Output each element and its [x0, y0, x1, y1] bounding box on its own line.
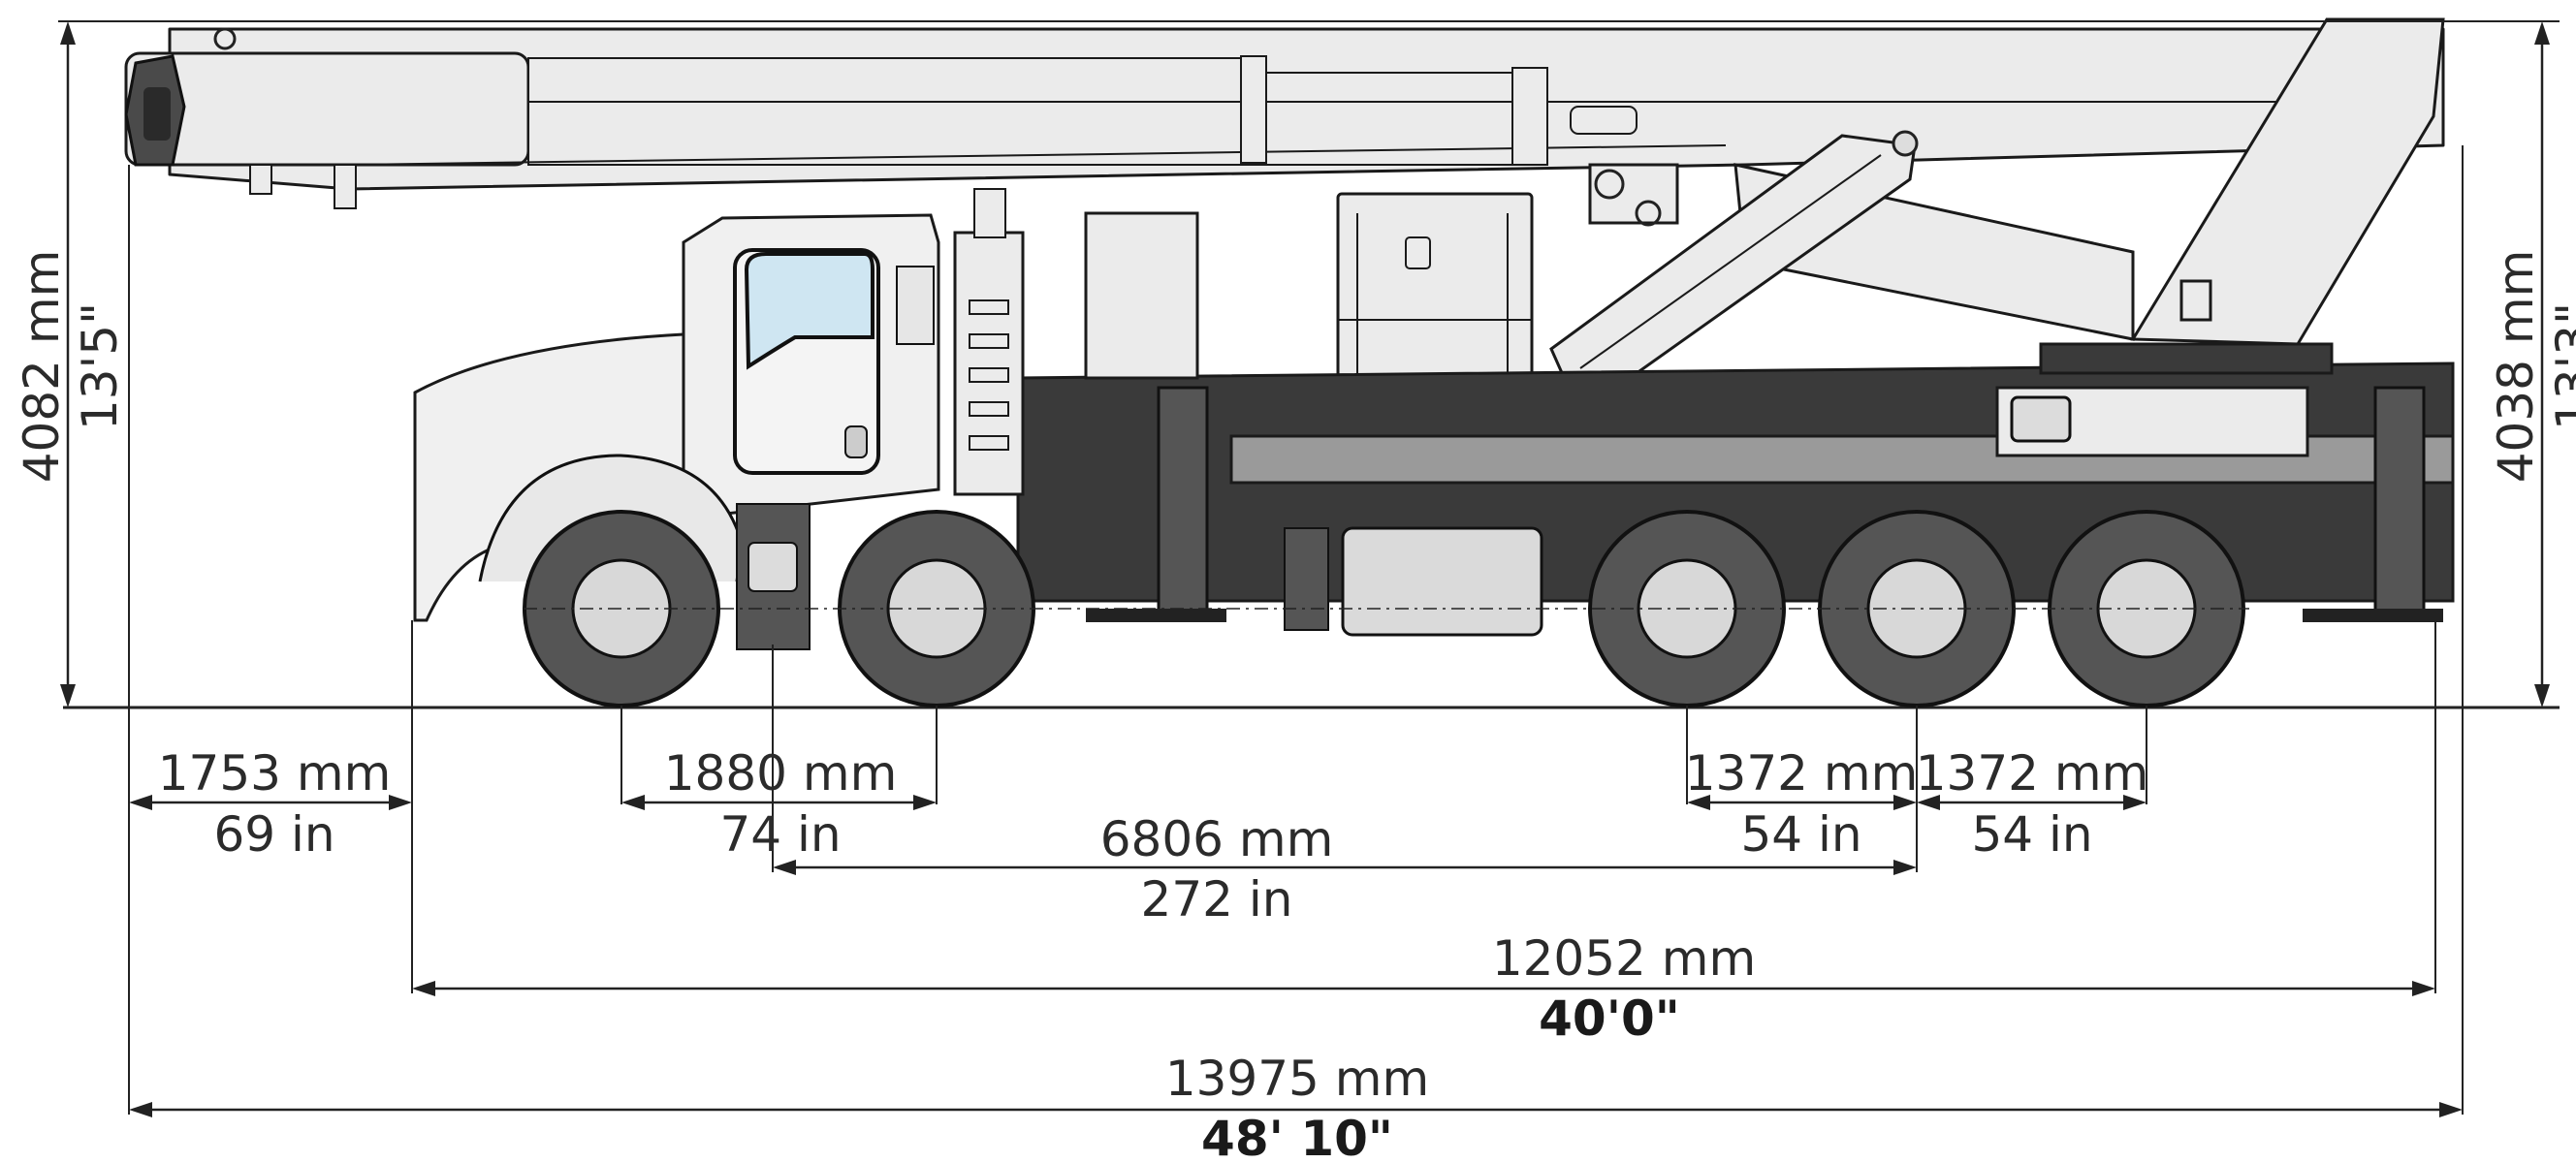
front-outrigger: [1157, 386, 1209, 613]
rear-axle-spacing-2-metric: 1372 mm: [1916, 745, 2149, 802]
dim-wheelbase: 6806 mm 272 in: [773, 811, 1917, 927]
platform-height-imperial: 13'3": [2546, 302, 2576, 430]
dim-platform-height: 4038 mm 13'3": [2488, 21, 2576, 707]
cab-window: [744, 252, 875, 370]
fuel-tank: [1341, 526, 1543, 637]
overall-length-metric: 13975 mm: [1165, 1051, 1429, 1107]
dim-overall-height: 4082 mm 13'5": [14, 21, 128, 707]
chassis-length-imperial: 40'0": [1539, 990, 1680, 1047]
telescopic-boom: [124, 23, 2445, 209]
overall-height-imperial: 13'5": [72, 302, 128, 430]
front-overhang-imperial: 69 in: [213, 806, 334, 863]
wheels: [523, 510, 2249, 707]
hydraulic-tower: [953, 188, 1199, 496]
wheelbase-imperial: 272 in: [1141, 871, 1293, 927]
dim-overall-length: 13975 mm 48' 10": [129, 1051, 2463, 1163]
front-overhang-metric: 1753 mm: [158, 745, 392, 802]
dim-rear-axle-spacing-2: 1372 mm 54 in: [1916, 745, 2149, 863]
overall-length-imperial: 48' 10": [1201, 1111, 1393, 1163]
front-axle-spacing-imperial: 74 in: [719, 806, 841, 863]
crane-truck-illustration: [63, 17, 2560, 709]
rear-axle-spacing-1-metric: 1372 mm: [1685, 745, 1919, 802]
dim-rear-axle-spacing-1: 1372 mm 54 in: [1685, 745, 1919, 863]
rear-axle-spacing-1-imperial: 54 in: [1740, 806, 1861, 863]
chassis-length-metric: 12052 mm: [1492, 930, 1756, 987]
dim-chassis-length: 12052 mm 40'0": [412, 930, 2435, 1047]
dim-front-overhang: 1753 mm 69 in: [129, 745, 412, 863]
wheelbase-metric: 6806 mm: [1100, 811, 1334, 867]
dimension-lines: 4082 mm 13'5" 4038 mm 13'3" 1753 mm 69 i…: [14, 20, 2576, 1163]
front-axle-spacing-metric: 1880 mm: [664, 745, 898, 802]
platform-height-metric: 4038 mm: [2488, 250, 2544, 484]
dim-front-axle-spacing: 1880 mm 74 in: [621, 745, 937, 863]
overall-height-metric: 4082 mm: [14, 250, 70, 484]
rear-outrigger: [2373, 386, 2426, 613]
rear-axle-spacing-2-imperial: 54 in: [1971, 806, 2092, 863]
